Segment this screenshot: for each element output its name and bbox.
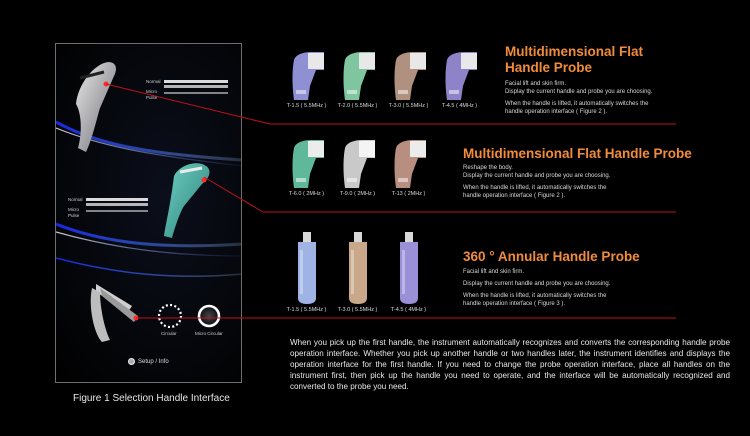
description-line: Facial lift and skin firm.	[463, 269, 525, 275]
probe-item[interactable]: T-1.5 ( 5.5MHz )	[281, 50, 332, 109]
setup-info-label: Setup / Info	[138, 358, 169, 365]
probe-item[interactable]: T-6.0 ( 2MHz )	[281, 138, 332, 197]
connector-line-1	[105, 83, 271, 125]
probe-item[interactable]: T-13 ( 2MHz )	[383, 138, 434, 197]
flat-probe-icon	[343, 140, 375, 188]
probe-label: T-3.0 ( 5.5MHz )	[337, 307, 378, 313]
description-line: Facial lift and skin firm.	[505, 81, 567, 87]
probe-row-2: T-6.0 ( 2MHz ) T-9.0 ( 2MHz ) T-13 ( 2MH…	[281, 138, 434, 197]
probe-label: T-1.5 ( 5.5MHz )	[286, 307, 327, 313]
probe-row-3: T-1.5 ( 5.5MHz ) T-3.0 ( 5.5MHz ) T-4.5 …	[281, 230, 434, 313]
probe-label: T-4.5 ( 4MHz )	[441, 103, 478, 109]
probe-row-1: T-1.5 ( 5.5MHz ) T-2.0 ( 5.5MHz ) T-3.0 …	[281, 50, 485, 109]
probe-item[interactable]: T-2.0 ( 5.5MHz )	[332, 50, 383, 109]
probe-label: T-9.0 ( 2MHz )	[339, 191, 376, 197]
probe-item[interactable]: T-4.5 ( 4MHz )	[434, 50, 485, 109]
description-line: Display the current handle and probe you…	[505, 89, 653, 95]
flat-probe-icon	[394, 52, 426, 100]
description-line: When the handle is lifted, it automatica…	[463, 185, 607, 191]
info-icon	[128, 358, 135, 365]
description-line: Reshape the body.	[463, 165, 513, 171]
description-line: Display the current handle and probe you…	[463, 281, 611, 287]
flat-probe-icon	[343, 52, 375, 100]
section-2-description: Reshape the body. Display the current ha…	[463, 164, 610, 200]
section-1-description: Facial lift and skin firm. Display the c…	[505, 80, 652, 116]
flat-probe-icon	[445, 52, 477, 100]
wave-line	[56, 127, 241, 167]
probe-label: T-13 ( 2MHz )	[391, 191, 426, 197]
wave-line	[56, 231, 241, 257]
circular-label: Circular	[161, 331, 177, 336]
probe-label: T-1.5 ( 5.5MHz )	[286, 103, 327, 109]
section-3-description: Facial lift and skin firm. Display the c…	[463, 268, 610, 308]
micro-pulse-label: Micro Pulse	[146, 89, 158, 100]
description-line: When the handle is lifted, it automatica…	[505, 101, 649, 107]
description-line: handle operation interface ( Figure 3 ).	[463, 301, 566, 307]
probe-label: T-4.5 ( 4MHz )	[390, 307, 427, 313]
wave-line	[56, 120, 241, 162]
pulse-bars-1	[164, 80, 228, 94]
probe-label: T-6.0 ( 2MHz )	[288, 191, 325, 197]
pulse-bars-2	[86, 198, 148, 212]
wave-line	[56, 257, 241, 278]
probe-item[interactable]: T-4.5 ( 4MHz )	[383, 230, 434, 313]
normal-label: Normal	[146, 79, 161, 84]
probe-item[interactable]: T-3.0 ( 5.5MHz )	[383, 50, 434, 109]
flat-probe-icon	[292, 52, 324, 100]
section-3-title: 360 ° Annular Handle Probe	[463, 249, 640, 264]
connector-line-2	[203, 176, 264, 213]
annular-probe-icon	[297, 232, 316, 304]
description-line: Display the current handle and probe you…	[463, 173, 611, 179]
wave-line	[56, 222, 241, 248]
section-2-title: Multidimensional Flat Handle Probe	[463, 146, 692, 161]
probe-item[interactable]: T-1.5 ( 5.5MHz )	[281, 230, 332, 313]
flat-probe-icon	[292, 140, 324, 188]
description-line: handle operation interface ( Figure 2 ).	[505, 109, 608, 115]
setup-info-button[interactable]: Setup / Info	[128, 358, 169, 365]
micro-circular-label: Micro Circular	[195, 331, 223, 336]
description-line: handle operation interface ( Figure 2 ).	[463, 193, 566, 199]
annular-probe-icon	[399, 232, 418, 304]
circular-indicator	[157, 303, 183, 329]
micro-circular-indicator	[197, 304, 221, 328]
main-description-paragraph: When you pick up the first handle, the i…	[290, 338, 730, 391]
flat-probe-icon	[394, 140, 426, 188]
figure-caption: Figure 1 Selection Handle Interface	[73, 393, 230, 404]
probe-item[interactable]: T-9.0 ( 2MHz )	[332, 138, 383, 197]
probe-label: T-3.0 ( 5.5MHz )	[388, 103, 429, 109]
normal-label: Normal	[68, 197, 83, 202]
section-1-title: Multidimensional Flat Handle Probe	[505, 44, 644, 75]
annular-probe-icon	[348, 232, 367, 304]
handle-2-illustration	[164, 163, 210, 238]
probe-item[interactable]: T-3.0 ( 5.5MHz )	[332, 230, 383, 313]
description-line: When the handle is lifted, it automatica…	[463, 293, 607, 299]
probe-label: T-2.0 ( 5.5MHz )	[337, 103, 378, 109]
micro-pulse-label: Micro Pulse	[68, 207, 80, 218]
